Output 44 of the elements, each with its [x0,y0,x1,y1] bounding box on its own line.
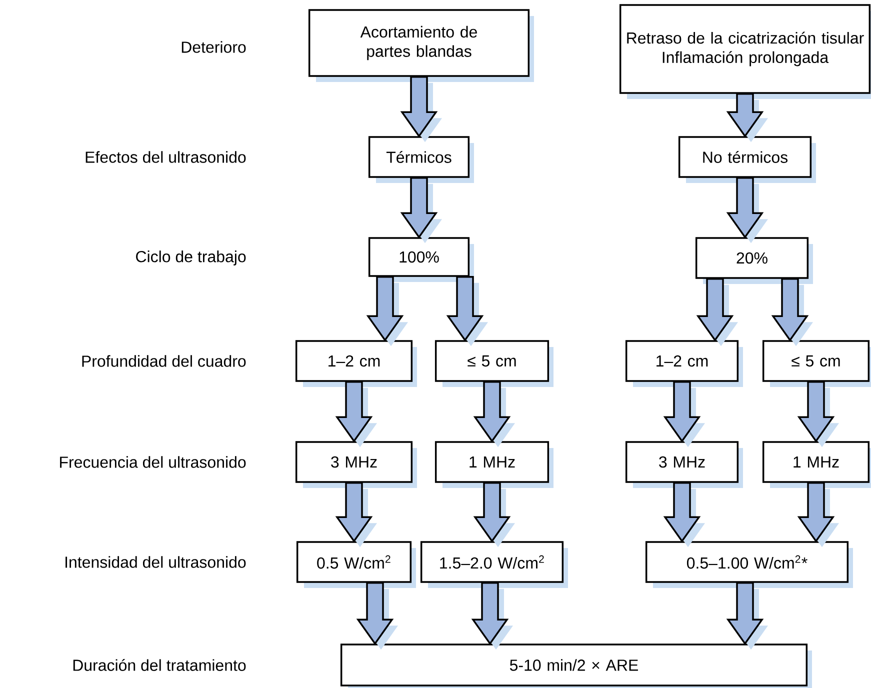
block-arrow [473,381,515,448]
flow-box: No térmicos [678,136,816,183]
flow-box: ≤ 5 cm [434,340,554,387]
block-arrow [797,381,839,448]
flow-box: 1 MHz [434,441,554,488]
block-arrow [696,278,738,346]
flow-box: 0.5 W/cm$^{2}$ [296,541,416,588]
flow-box: 1.5–2.0 W/cm$^{2}$ [420,541,568,588]
flow-box: Retraso de la cicatrización tisular Inflamación prolongada [619,4,871,99]
flow-box: Térmicos [368,136,474,183]
flow-box: 3 MHz [625,441,743,488]
row-label: Duración del tratamiento [73,659,246,671]
row-label: Efectos del ultrasonido [86,151,246,163]
flow-box: Acortamiento de partes blandas [308,9,534,82]
block-arrow [726,582,768,650]
block-arrow [366,276,408,346]
flow-box: 1–2 cm [625,340,743,387]
flow-box: 100% [368,237,474,282]
flow-box: ≤ 5 cm [762,340,871,387]
block-arrow [473,482,515,548]
block-arrow [335,381,377,448]
flow-box: 3 MHz [295,441,417,488]
block-arrow [771,278,813,346]
block-arrow [726,93,768,142]
flow-box: 5-10 min/2 × ARE [340,644,812,688]
block-arrow [471,582,513,650]
row-label: Deterioro [182,41,246,53]
block-arrow [726,177,768,244]
block-arrow [663,381,705,448]
block-arrow [400,177,442,244]
block-arrow [446,276,488,346]
flow-box: 20% [695,237,813,284]
row-label: Frecuencia del ultrasonido [60,456,246,468]
block-arrow [797,482,839,548]
block-arrow [335,482,377,548]
block-arrow [400,76,442,142]
flow-box: 0.5–1.00 W/cm$^{2}$* [645,541,853,588]
flow-box: 1 MHz [762,441,871,488]
flow-box: 1–2 cm [295,340,417,387]
block-arrow [356,582,398,650]
row-label: Ciclo de trabajo [136,250,246,266]
row-label: Profundidad del cuadro [82,355,246,367]
row-label: Intensidad del ultrasonido [66,556,246,568]
block-arrow [663,482,705,548]
